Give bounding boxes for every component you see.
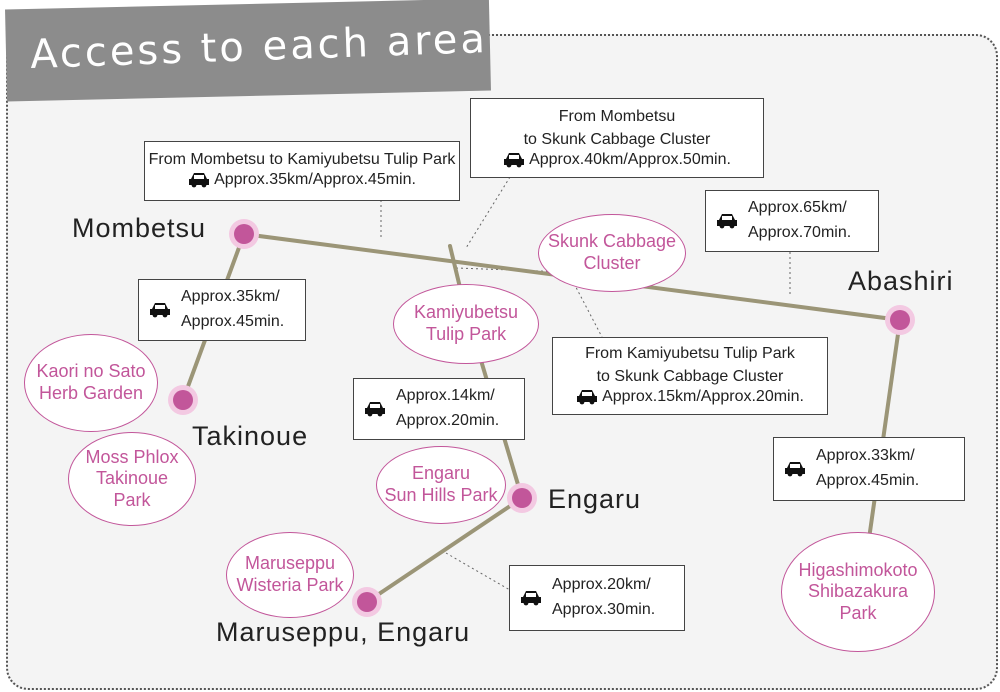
route-box-abashiri-higashimokoto-time: Approx.45min. — [816, 472, 920, 489]
car-icon — [785, 462, 805, 477]
spot-kamiyubetsu-tulip: Kamiyubetsu Tulip Park — [393, 284, 539, 364]
leader-line-tulip-skunk — [455, 267, 603, 338]
route-box-engaru-maruseppu-distance: Approx.20km/ — [552, 576, 651, 594]
route-box-tulip-engaru-time: Approx.20min. — [396, 412, 500, 429]
spot-skunk-cabbage: Skunk Cabbage Cluster — [538, 214, 686, 292]
spot-higashimokoto: Higashimokoto Shibazakura Park — [781, 532, 935, 652]
spot-wisteria: Maruseppu Wisteria Park — [226, 532, 354, 618]
spot-moss-phlox: Moss Phlox Takinoue Park — [68, 432, 196, 526]
car-icon — [150, 303, 170, 318]
car-icon — [717, 214, 737, 229]
route-box-mombetsu-skunk-header: From Mombetsu to Skunk Cabbage Cluster — [523, 108, 711, 149]
route-box-mombetsu-tulip-header: From Mombetsu to Kamiyubetsu Tulip Park — [148, 151, 456, 168]
route-box-mombetsu-tulip: From Mombetsu to Kamiyubetsu Tulip Park … — [144, 141, 460, 201]
route-box-tulip-skunk: From Kamiyubetsu Tulip Park to Skunk Cab… — [552, 337, 828, 415]
place-label-maruseppu: Maruseppu, Engaru — [216, 617, 471, 647]
node-takinoue-core — [173, 390, 193, 410]
spot-higashimokoto-label: Higashimokoto Shibazakura Park — [798, 559, 918, 623]
route-box-skunk-abashiri: Approx.65km/Approx.70min. — [705, 190, 879, 252]
route-box-tulip-skunk-distance: Approx.15km/Approx.20min. — [602, 388, 804, 406]
route-box-skunk-abashiri-distance: Approx.65km/ — [748, 199, 847, 217]
route-box-abashiri-higashimokoto-distance: Approx.33km/ — [816, 447, 915, 465]
route-box-mombetsu-skunk-distance: Approx.40km/Approx.50min. — [529, 151, 731, 169]
route-box-tulip-engaru-distance: Approx.14km/ — [396, 387, 495, 405]
leader-line-engaru-maruseppu — [445, 552, 511, 591]
spot-sun-hills-label: Engaru Sun Hills Park — [384, 463, 498, 505]
car-icon — [521, 591, 541, 606]
leader-line-mombetsu-skunk — [465, 176, 511, 249]
route-box-mombetsu-skunk: From Mombetsu to Skunk Cabbage Cluster A… — [470, 98, 764, 178]
route-box-abashiri-higashimokoto: Approx.33km/Approx.45min. — [773, 437, 965, 501]
place-label-engaru: Engaru — [548, 484, 642, 514]
node-engaru-core — [512, 488, 532, 508]
route-box-skunk-abashiri-time: Approx.70min. — [748, 224, 852, 241]
route-box-engaru-maruseppu-time: Approx.30min. — [552, 601, 656, 618]
spot-sun-hills: Engaru Sun Hills Park — [376, 446, 506, 524]
node-abashiri-core — [890, 310, 910, 330]
node-maruseppu-core — [357, 592, 377, 612]
route-box-tulip-engaru: Approx.14km/Approx.20min. — [353, 378, 525, 440]
spot-kaori-herb-label: Kaori no Sato Herb Garden — [36, 361, 146, 403]
route-box-mombetsu-takinoue: Approx.35km/Approx.45min. — [138, 279, 306, 341]
spot-kaori-herb: Kaori no Sato Herb Garden — [24, 334, 158, 432]
car-icon — [504, 153, 525, 168]
place-label-mombetsu: Mombetsu — [72, 213, 207, 243]
place-label-takinoue: Takinoue — [192, 421, 309, 451]
spot-skunk-cabbage-label: Skunk Cabbage Cluster — [547, 231, 677, 273]
spot-moss-phlox-label: Moss Phlox Takinoue Park — [85, 446, 179, 510]
route-box-mombetsu-takinoue-distance: Approx.35km/ — [181, 288, 280, 306]
route-box-engaru-maruseppu: Approx.20km/Approx.30min. — [509, 565, 685, 631]
place-label-abashiri: Abashiri — [848, 266, 954, 296]
route-engaru-maruseppu — [365, 496, 524, 604]
car-icon — [577, 390, 598, 405]
route-box-tulip-skunk-header: From Kamiyubetsu Tulip Park to Skunk Cab… — [585, 345, 795, 386]
node-mombetsu-core — [234, 224, 254, 244]
spot-kamiyubetsu-tulip-label: Kamiyubetsu Tulip Park — [413, 302, 519, 344]
car-icon — [365, 402, 385, 417]
route-box-mombetsu-takinoue-time: Approx.45min. — [181, 313, 285, 330]
car-icon — [189, 173, 210, 188]
spot-wisteria-label: Maruseppu Wisteria Park — [236, 553, 344, 595]
route-box-mombetsu-tulip-distance: Approx.35km/Approx.45min. — [214, 171, 416, 189]
